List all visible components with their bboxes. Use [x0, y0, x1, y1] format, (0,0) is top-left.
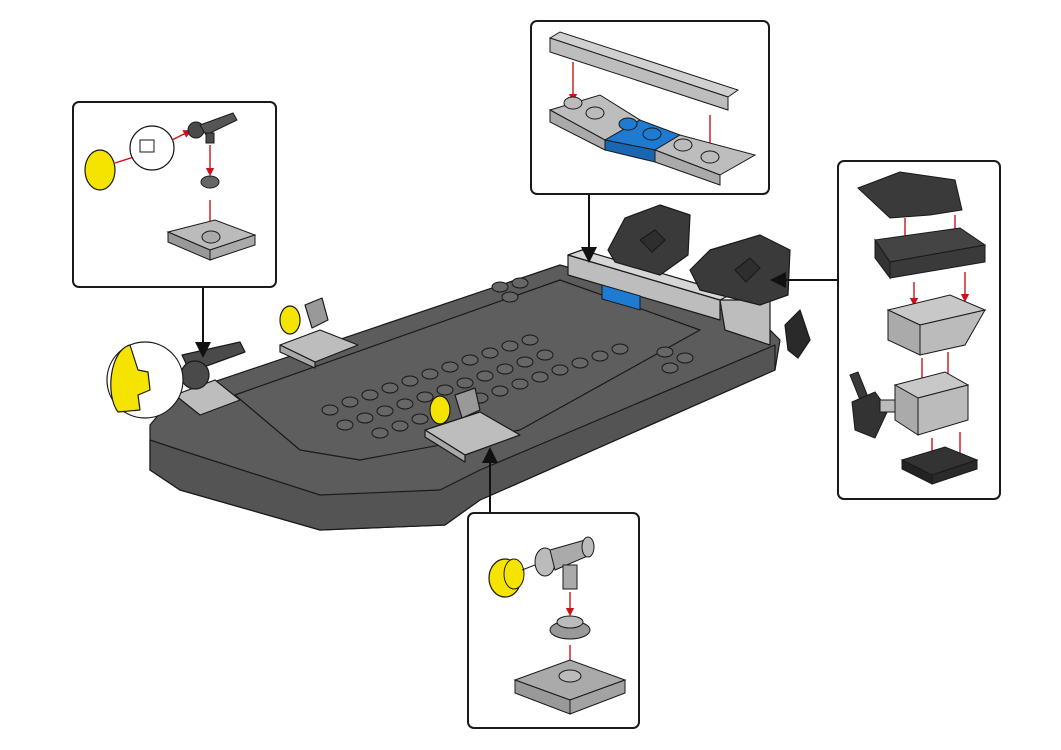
pin-brick-part — [893, 371, 970, 436]
bar-holder-part — [187, 112, 238, 144]
boat-hull-side — [149, 344, 776, 531]
yellow-dish-part — [84, 149, 116, 191]
side-lamp-far — [279, 297, 359, 369]
front-lamp-assembly — [106, 341, 246, 419]
tile-part — [548, 31, 740, 111]
outboard-motor-right — [689, 234, 811, 359]
jumper-plate-part-2 — [513, 659, 627, 715]
callout-rear-bar — [530, 20, 770, 195]
rear-bar-assembly — [567, 249, 733, 321]
round-plate-part — [200, 175, 220, 189]
boat-model — [106, 204, 811, 531]
outboard-motor-left — [607, 204, 691, 276]
propeller — [784, 309, 811, 359]
callout-front-lamp — [72, 101, 277, 288]
dark-plate-part — [900, 446, 979, 485]
round-plate-part-2 — [549, 615, 591, 640]
side-lamp-near — [424, 387, 521, 463]
yellow-lamp-face — [110, 344, 151, 413]
callout-motor — [837, 160, 1001, 500]
slope-brick-part — [886, 294, 987, 356]
lamp-holder-part — [534, 536, 595, 590]
propeller-part — [849, 371, 896, 439]
clip-plate-left — [548, 94, 641, 151]
yellow-cylinder-part — [488, 558, 525, 598]
clip-plate-right — [653, 134, 757, 186]
jumper-plate-part — [166, 219, 257, 261]
callout-side-lamp — [467, 512, 640, 729]
dark-brick-clips-part — [874, 227, 987, 280]
deck-studs — [321, 277, 694, 439]
boat-deck — [234, 279, 701, 461]
curved-slope-part — [857, 171, 963, 219]
